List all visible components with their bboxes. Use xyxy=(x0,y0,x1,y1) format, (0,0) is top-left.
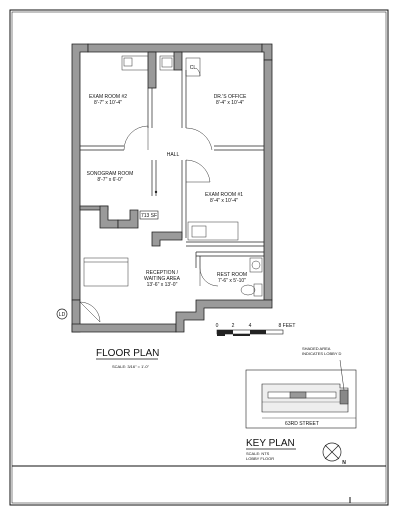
exterior-walls xyxy=(71,43,273,333)
exam-room-2-name: EXAM ROOM #2 xyxy=(89,94,127,100)
scale-tick-8: 8 FEET xyxy=(279,323,296,329)
dr-office-dims: 8'-4" x 10'-4" xyxy=(216,100,244,106)
scale-tick-2: 2 xyxy=(232,323,235,329)
key-plan-title: KEY PLAN xyxy=(246,438,295,449)
exam-room-1-dims: 8'-4" x 10'-4" xyxy=(210,198,238,204)
area-box xyxy=(139,210,159,220)
rest-room-name: REST ROOM xyxy=(217,272,247,278)
north-label: N xyxy=(342,460,346,466)
sonogram-room-name: SONOGRAM ROOM xyxy=(87,171,134,177)
door-swings xyxy=(79,67,219,323)
interior-walls xyxy=(79,57,264,268)
key-plan-scale: SCALE: NTS xyxy=(246,451,270,456)
sheet-border xyxy=(9,9,389,506)
north-arrow-icon xyxy=(322,442,342,462)
scale-bar xyxy=(216,329,284,336)
scale-tick-0: 0 xyxy=(216,323,219,329)
sonogram-room-dims: 8'-7" x 6'-0" xyxy=(97,177,122,183)
reception-name-1: RECEPTION / xyxy=(146,270,179,276)
floor-plan-scale: SCALE: 3/16" = 1'-0" xyxy=(112,364,150,369)
street-label: 63RD STREET xyxy=(285,421,319,427)
dr-office-name: DR.'S OFFICE xyxy=(214,94,247,100)
ld-marker xyxy=(56,308,68,320)
scale-tick-4: 4 xyxy=(249,323,252,329)
reception-dims: 13'-6" x 13'-0" xyxy=(147,282,178,288)
key-plan-note-2: INDICATES LOBBY D xyxy=(302,351,342,356)
sheet-inner-border xyxy=(11,11,387,504)
ld-label: LD xyxy=(59,312,66,318)
key-plan-note-1: SHADED AREA xyxy=(302,346,331,351)
fixtures xyxy=(83,55,263,297)
rest-room-dims: 7'-6" x 5'-10" xyxy=(218,278,246,284)
exam-room-2-dims: 8'-7" x 10'-4" xyxy=(94,100,122,106)
floor-plan-title: FLOOR PLAN xyxy=(96,348,159,359)
reception-name-2: WAITING AREA xyxy=(144,276,181,282)
hall-label: HALL xyxy=(167,152,180,158)
key-plan-drawing xyxy=(245,359,357,429)
closet-label: CL xyxy=(190,65,197,71)
key-plan-floor: LOBBY FLOOR xyxy=(246,456,274,461)
exam-room-1-name: EXAM ROOM #1 xyxy=(205,192,243,198)
area-label: 713 SF xyxy=(141,213,157,219)
